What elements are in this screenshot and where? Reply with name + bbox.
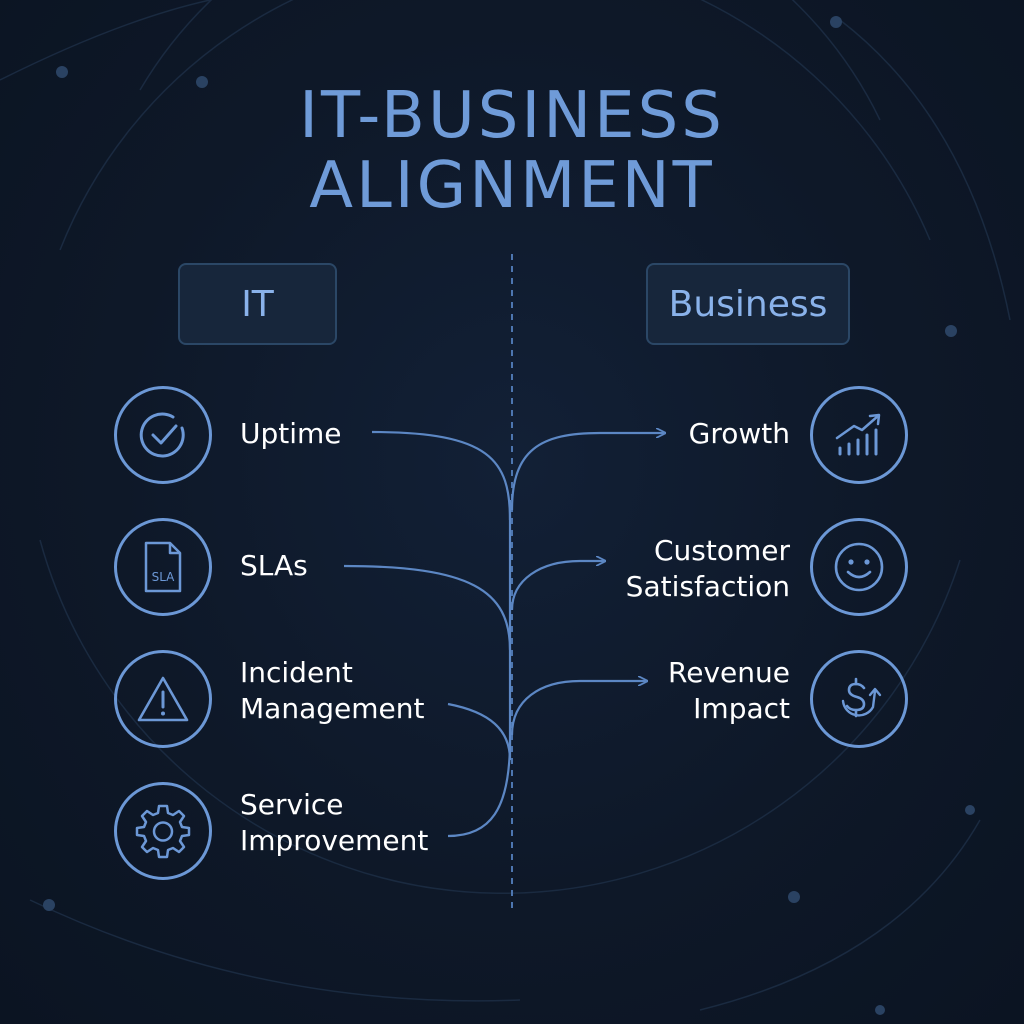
it-item-uptime-line-1: Uptime	[240, 417, 342, 450]
it-item-service-improvement: Service Improvement	[240, 787, 428, 859]
it-item-service-line-2: Improvement	[240, 824, 429, 857]
business-column-header: Business	[646, 263, 850, 345]
warning-triangle-icon	[137, 676, 189, 722]
service-icon-circle	[114, 782, 212, 880]
title-line-1: IT-BUSINESS	[299, 79, 725, 153]
connector-uptime	[371, 430, 512, 521]
business-item-customer-line-1: Customer	[653, 534, 790, 567]
connector-customer	[510, 561, 604, 611]
connector-growth	[510, 433, 664, 511]
incident-icon-circle	[114, 650, 212, 748]
connector-service	[447, 739, 512, 838]
slas-icon-circle: SLA	[114, 518, 212, 616]
connector-incident	[447, 702, 512, 761]
uptime-icon-circle	[114, 386, 212, 484]
customer-icon-circle	[810, 518, 908, 616]
it-item-incident-line-2: Management	[240, 692, 425, 725]
business-item-growth: Growth	[689, 416, 790, 452]
business-item-growth-line-1: Growth	[688, 417, 790, 450]
business-item-customer-line-2: Satisfaction	[625, 570, 790, 603]
sla-document-icon: SLA	[144, 541, 182, 593]
it-item-incident-management: Incident Management	[240, 655, 424, 727]
it-column-header: IT	[178, 263, 337, 345]
smiley-icon	[834, 542, 884, 592]
business-item-revenue-impact: Revenue Impact	[668, 655, 790, 727]
gear-icon	[135, 804, 191, 859]
it-item-slas: SLAs	[240, 548, 308, 584]
it-item-incident-line-1: Incident	[240, 656, 353, 689]
sla-icon-text: SLA	[152, 570, 176, 584]
connector-slas	[343, 564, 512, 651]
it-item-uptime: Uptime	[240, 416, 342, 452]
business-item-revenue-line-2: Impact	[693, 692, 790, 725]
revenue-icon-circle	[810, 650, 908, 748]
growth-chart-icon	[835, 413, 881, 456]
dollar-cycle-icon	[841, 677, 882, 718]
title-line-2: ALIGNMENT	[309, 149, 715, 223]
it-item-slas-line-1: SLAs	[240, 549, 308, 582]
growth-icon-circle	[810, 386, 908, 484]
it-item-service-line-1: Service	[240, 788, 344, 821]
connector-revenue	[510, 681, 646, 736]
check-circle-icon	[139, 412, 185, 458]
business-item-customer-satisfaction: Customer Satisfaction	[626, 533, 790, 605]
business-item-revenue-line-1: Revenue	[668, 656, 790, 689]
